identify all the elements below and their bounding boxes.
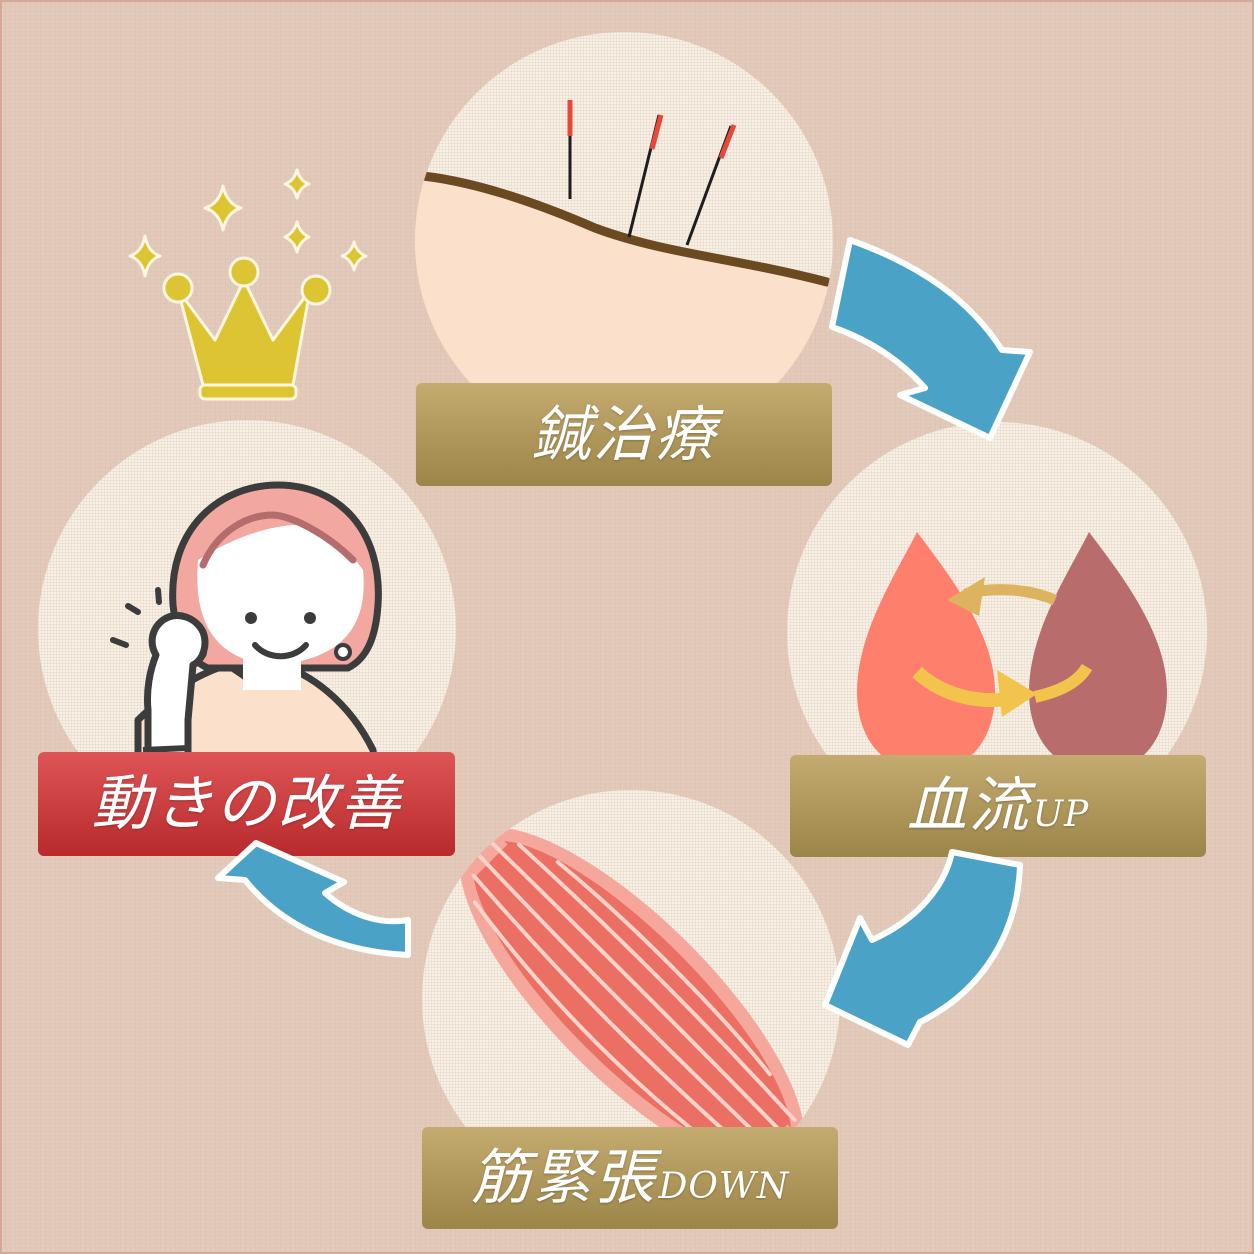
acupuncture-needles-icon — [415, 100, 833, 450]
step-label-text: 鍼治療 — [531, 399, 717, 470]
step-label-suffix: DOWN — [658, 1166, 790, 1207]
curved-arrow-down-right-icon — [829, 237, 1033, 441]
acupuncture-circle — [415, 32, 833, 450]
step-label-acupuncture: 鍼治療 — [416, 383, 832, 486]
step-label-movement: 動きの改善 — [38, 752, 455, 856]
curved-arrow-up-left-icon — [215, 840, 411, 958]
step-label-blood-flow: 血流 UP — [790, 755, 1206, 857]
step-label-text: 血流 — [906, 771, 1031, 841]
step-label-muscle-tension: 筋緊張 DOWN — [422, 1127, 838, 1229]
step-label-text: 筋緊張 — [470, 1143, 657, 1213]
curved-arrow-down-left-icon — [822, 849, 1023, 1048]
step-label-text: 動きの改善 — [91, 769, 402, 839]
step-label-suffix: UP — [1032, 794, 1090, 835]
blood-drops-circulation-icon — [857, 532, 1167, 772]
